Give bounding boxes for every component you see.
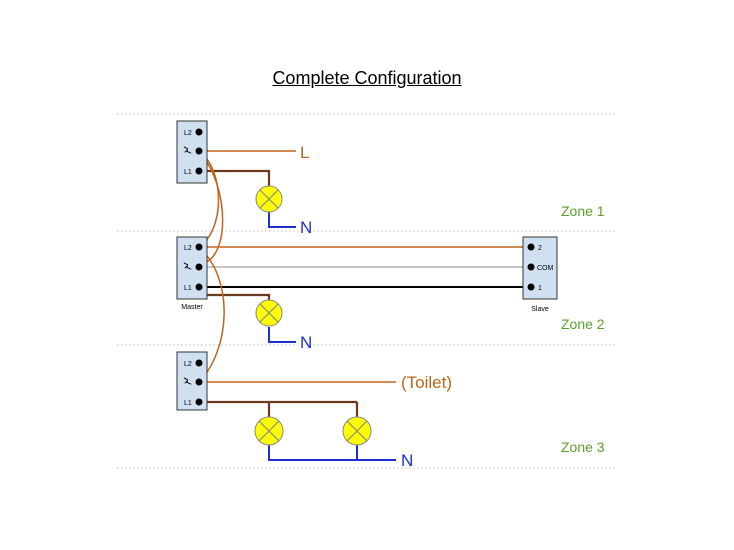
switch-zone3: L2 L1 (176, 351, 208, 411)
zone-3-label: Zone 3 (561, 439, 605, 455)
zone-dividers (117, 113, 616, 469)
neutral-wire-zone1 (268, 212, 296, 228)
zone-2-label: Zone 2 (561, 316, 605, 332)
switch-zone1: L2 L1 (176, 120, 208, 184)
switch-master: L2 L1 Master (176, 236, 208, 311)
live-label: L (300, 143, 309, 162)
terminal-com-label: COM (537, 265, 554, 272)
toilet-label: (Toilet) (401, 373, 452, 392)
lamp-zone3-a (254, 416, 284, 446)
lamp-zone3-b (342, 416, 372, 446)
zone-1-label: Zone 1 (561, 203, 605, 219)
terminal-l1 (195, 398, 203, 406)
neutral-label-zone2: N (300, 333, 312, 352)
switch-slave: 2 COM 1 Slave (522, 236, 558, 313)
terminal-1 (527, 283, 535, 291)
lamp-feed-zone2 (197, 291, 271, 300)
loop-wire-3 (198, 246, 225, 383)
lamp-feed-zone3 (199, 400, 359, 417)
slave-label: Slave (531, 306, 549, 313)
terminal-2 (527, 243, 535, 251)
master-label: Master (181, 304, 203, 311)
terminal-l1-label: L1 (184, 285, 192, 292)
terminal-com (195, 263, 203, 271)
neutral-label-zone3: N (401, 451, 413, 470)
neutral-label-zone1: N (300, 218, 312, 237)
page-title: Complete Configuration (272, 68, 462, 88)
terminal-l2-label: L2 (184, 361, 192, 368)
terminal-l2 (195, 359, 203, 367)
terminal-l1-label: L1 (184, 400, 192, 407)
terminal-1-label: 1 (538, 285, 542, 292)
lamp-zone1 (255, 185, 283, 213)
terminal-com (527, 263, 535, 271)
terminal-l2 (195, 243, 203, 251)
terminal-l2 (195, 128, 203, 136)
terminal-l1 (195, 167, 203, 175)
terminal-com (195, 147, 203, 155)
lamp-feed-zone1 (199, 169, 271, 186)
wires (197, 150, 531, 461)
terminal-com (195, 378, 203, 386)
terminal-l2-label: L2 (184, 130, 192, 137)
terminal-2-label: 2 (538, 245, 542, 252)
terminal-l1 (195, 283, 203, 291)
neutral-wire-zone2 (268, 327, 296, 343)
terminal-l2-label: L2 (184, 245, 192, 252)
neutral-wire-zone3 (268, 445, 396, 461)
lamp-zone2 (255, 299, 283, 327)
terminal-l1-label: L1 (184, 169, 192, 176)
